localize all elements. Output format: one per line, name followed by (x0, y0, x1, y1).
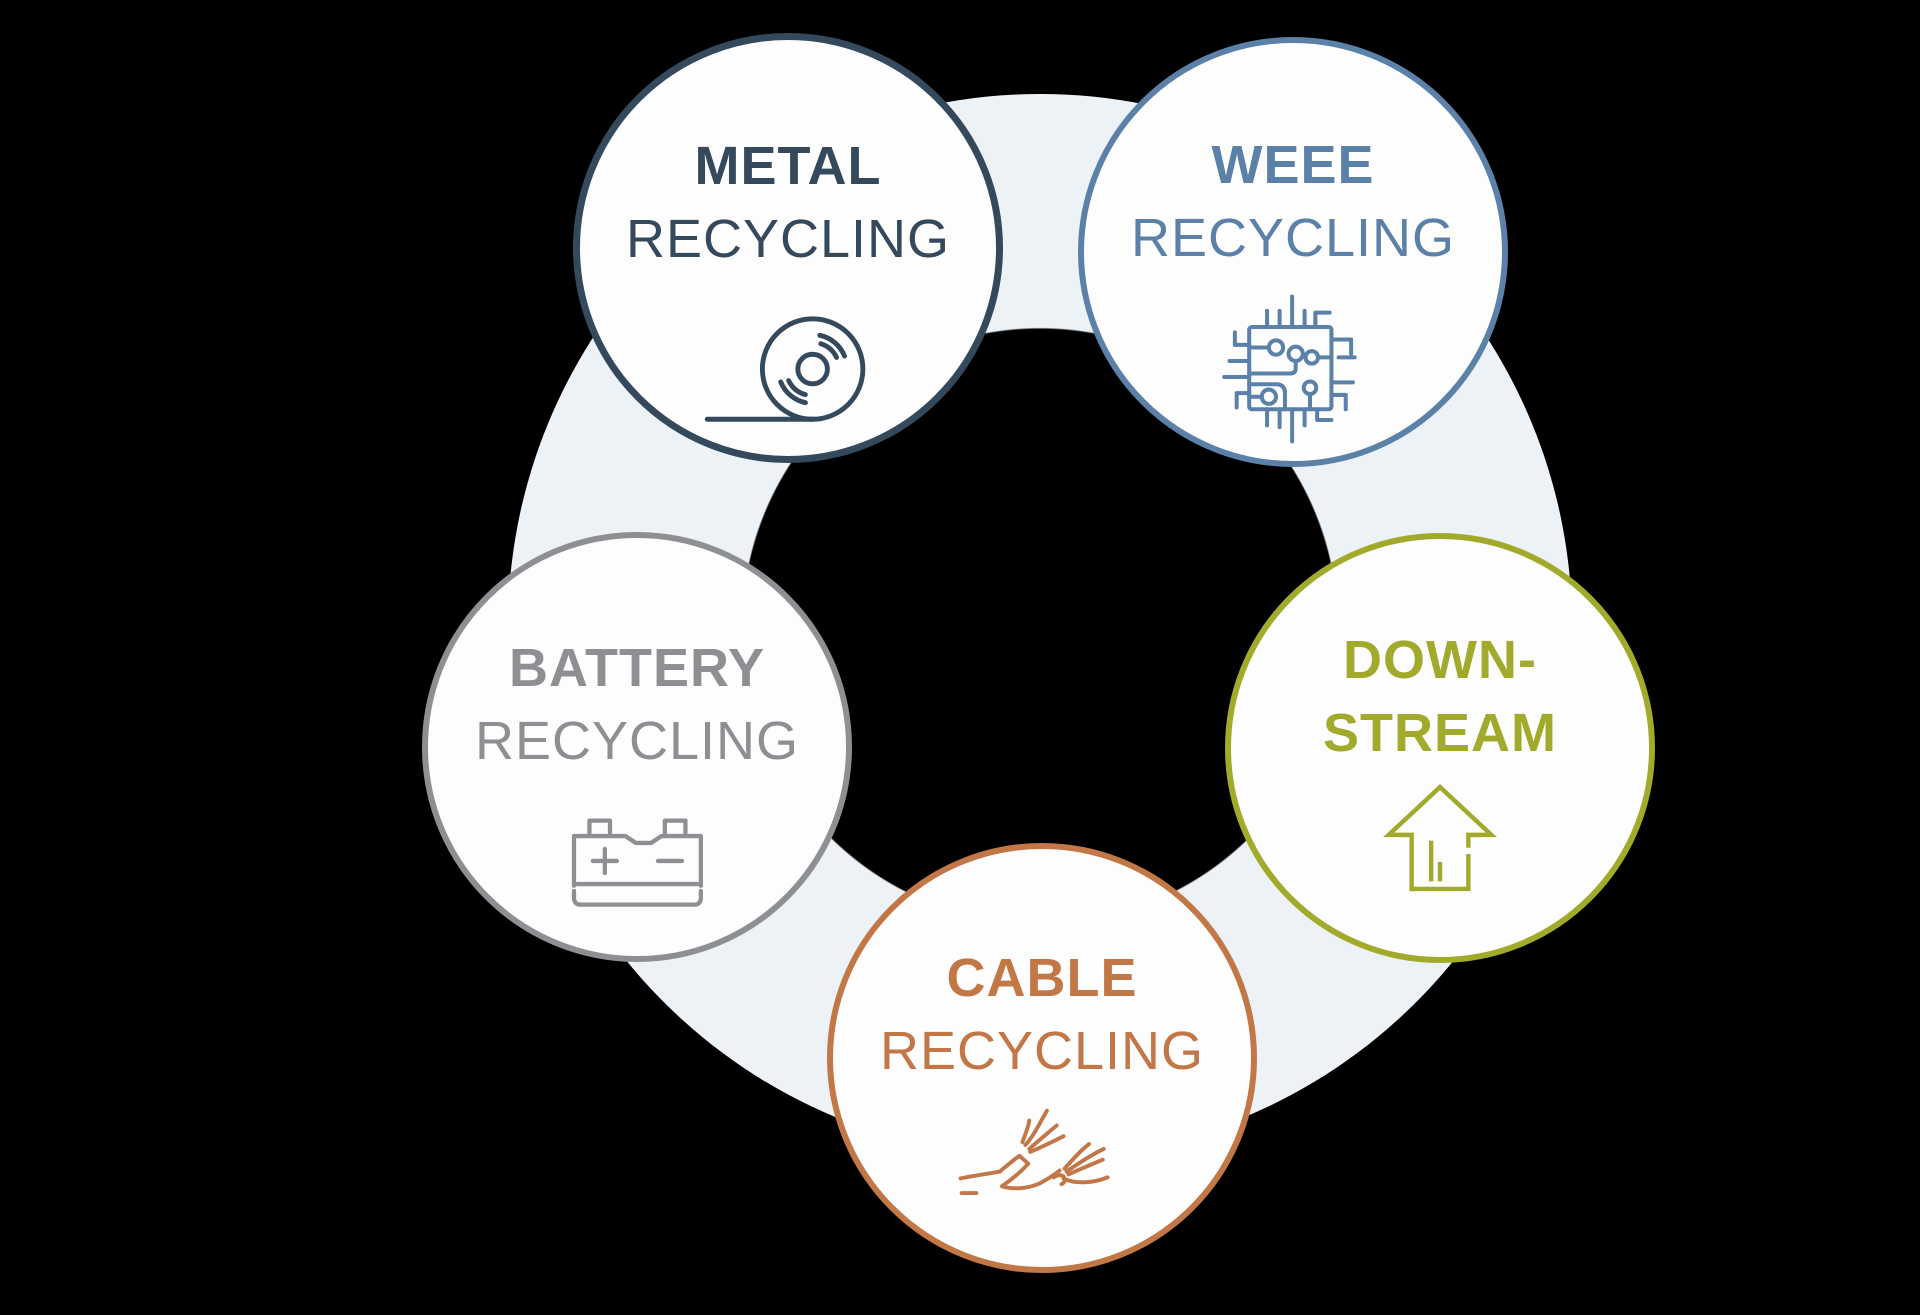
battery-recycling-line2: RECYCLING (474, 711, 800, 771)
circuit-board-icon (1222, 294, 1357, 444)
metal-recycling-line1: METAL (694, 136, 882, 196)
battery-recycling-line1: BATTERY (509, 638, 765, 698)
downstream-title: DOWN- STREAM (1323, 624, 1557, 770)
cable-recycling-title: CABLE RECYCLING (880, 942, 1204, 1088)
weee-recycling-title: WEEE RECYCLING (1131, 129, 1455, 275)
metal-recycling-circle: METAL RECYCLING (573, 33, 1003, 463)
weee-recycling-line2: RECYCLING (1130, 208, 1456, 268)
cable-recycling-circle: CABLE RECYCLING (827, 843, 1257, 1273)
weee-recycling-circle: WEEE RECYCLING (1078, 37, 1508, 467)
cut-cable-icon (958, 1108, 1110, 1196)
arrow-up-icon (1383, 784, 1497, 892)
battery-recycling-title: BATTERY RECYCLING (475, 632, 799, 778)
metal-recycling-title: METAL RECYCLING (626, 130, 950, 276)
battery-icon (571, 818, 703, 907)
battery-recycling-circle: BATTERY RECYCLING (422, 532, 852, 962)
metal-coil-icon (704, 316, 866, 422)
downstream-line2: STREAM (1323, 703, 1557, 763)
downstream-line1: DOWN- (1343, 630, 1537, 690)
metal-recycling-line2: RECYCLING (625, 209, 951, 269)
cable-recycling-line2: RECYCLING (879, 1021, 1205, 1081)
downstream-circle: DOWN- STREAM (1225, 533, 1655, 963)
weee-recycling-line1: WEEE (1211, 135, 1375, 195)
cable-recycling-line1: CABLE (946, 948, 1138, 1008)
